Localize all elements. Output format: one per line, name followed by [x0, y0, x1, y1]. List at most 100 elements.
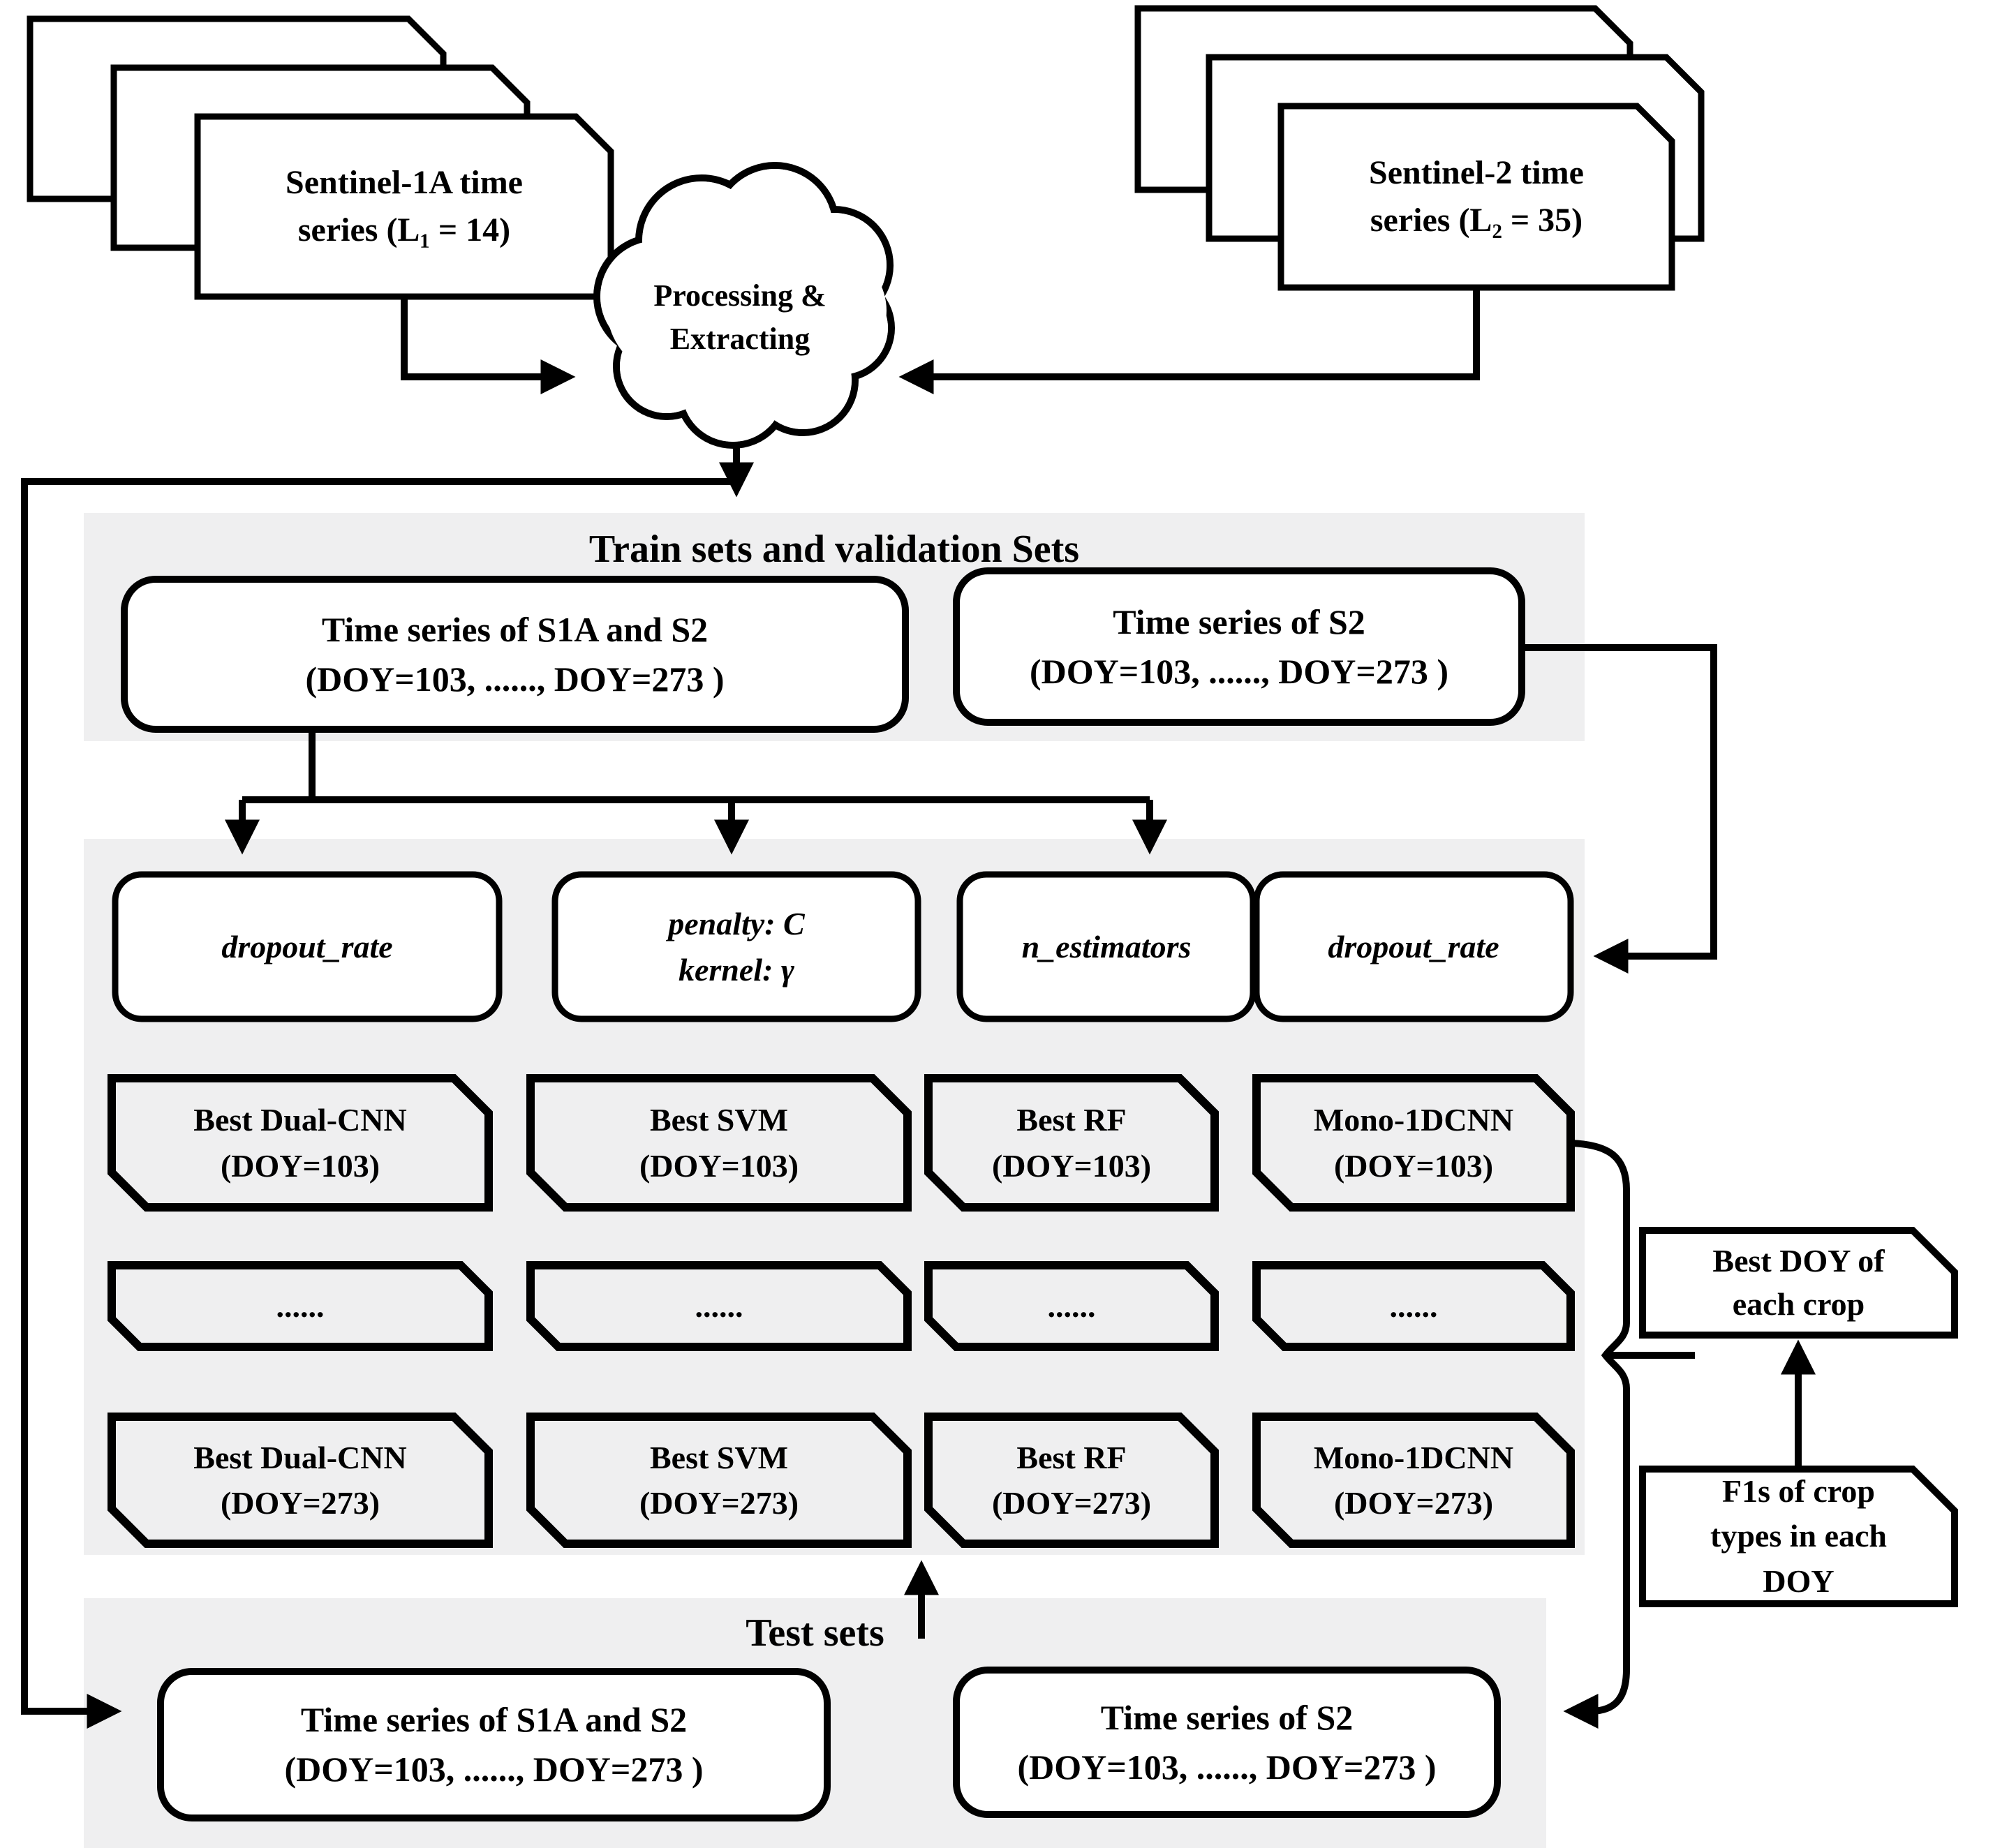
param-box-dropout-right	[1253, 871, 1574, 1022]
model-label-line: (DOY=273)	[639, 1485, 799, 1521]
param-box-dropout-left	[112, 871, 503, 1022]
test-s1a-s2-line1: Time series of S1A and S2	[300, 1700, 688, 1739]
dots-label-1: ......	[112, 1265, 489, 1347]
train-box-s1a-s2	[121, 576, 909, 733]
model-dualcnn-103-label: Best Dual-CNN (DOY=103)	[112, 1078, 489, 1207]
train-box-s2	[953, 567, 1525, 726]
split-bar	[242, 726, 1150, 803]
dots-label-2: ......	[531, 1265, 907, 1347]
model-mono-103-label: Mono-1DCNN (DOY=103)	[1257, 1078, 1571, 1207]
train-s2-label: Time series of S2 (DOY=103, ......, DOY=…	[956, 571, 1522, 722]
processing-cloud	[593, 162, 895, 449]
dots-box-4	[1252, 1261, 1575, 1351]
test-s2-line1: Time series of S2	[1100, 1697, 1354, 1737]
model-label-line: (DOY=273)	[991, 1485, 1152, 1521]
dots-box-1	[108, 1261, 493, 1351]
model-svm-103-label: Best SVM (DOY=103)	[531, 1078, 907, 1207]
model-box-rf-103	[924, 1074, 1219, 1212]
best-doy-line1: Best DOY of	[1712, 1242, 1885, 1279]
train-s1a-s2-label: Time series of S1A and S2 (DOY=103, ....…	[124, 579, 905, 729]
arrow-s2train-to-dropout-right	[1522, 644, 1717, 974]
dots-box-3	[924, 1261, 1219, 1351]
dots-label-3: ......	[928, 1265, 1215, 1347]
cloud-line1: Processing &	[653, 278, 827, 313]
s1a-card-front	[194, 113, 614, 300]
test-box-s2	[953, 1667, 1501, 1818]
param-svm-label: penalty: C kernel: γ	[555, 874, 918, 1019]
model-label-line: (DOY=103)	[991, 1147, 1152, 1184]
model-rf-103-label: Best RF (DOY=103)	[928, 1078, 1215, 1207]
test-s1a-s2-label: Time series of S1A and S2 (DOY=103, ....…	[161, 1671, 827, 1818]
test-s1a-s2-line2: (DOY=103, ......, DOY=273 )	[284, 1750, 704, 1789]
model-box-dualcnn-273	[108, 1413, 493, 1548]
param-dropout-right-label: dropout_rate	[1257, 874, 1571, 1019]
test-s2-label: Time series of S2 (DOY=103, ......, DOY=…	[956, 1670, 1497, 1815]
dots-box-2	[526, 1261, 912, 1351]
f1s-box	[1639, 1466, 1958, 1607]
f1s-line1: F1s of crop	[1722, 1473, 1875, 1509]
model-box-mono-103	[1252, 1074, 1575, 1212]
s2-line1: Sentinel-2 time	[1369, 154, 1584, 191]
model-box-rf-273	[924, 1413, 1219, 1548]
test-box-s1a-s2	[157, 1668, 831, 1821]
dots-text: ......	[276, 1288, 325, 1324]
param-n-estimators-text: n_estimators	[1021, 928, 1192, 964]
param-svm-line1: penalty: C	[668, 906, 805, 942]
param-n-estimators-label: n_estimators	[960, 874, 1253, 1019]
train-s1a-s2-line2: (DOY=103, ......, DOY=273 )	[305, 659, 725, 699]
best-doy-label: Best DOY of each crop	[1643, 1230, 1955, 1335]
test-section-title: Test sets	[84, 1604, 1546, 1663]
param-svm-line2: kernel: γ	[678, 951, 795, 988]
s2-card-label: Sentinel-2 time series (L₂ = 35)	[1281, 106, 1672, 288]
model-svm-273-label: Best SVM (DOY=273)	[531, 1417, 907, 1544]
dots-text: ......	[695, 1288, 743, 1324]
arrow-s2-to-cloud	[898, 288, 1480, 394]
model-box-svm-103	[526, 1074, 912, 1212]
test-s2-line2: (DOY=103, ......, DOY=273 )	[1017, 1747, 1437, 1787]
dots-text: ......	[1047, 1288, 1096, 1324]
s2-line2: series (L₂ = 35)	[1370, 202, 1583, 239]
model-box-svm-273	[526, 1413, 912, 1548]
best-doy-box	[1639, 1227, 1958, 1339]
s1a-line1: Sentinel-1A time	[286, 163, 523, 201]
s2-card-front	[1277, 103, 1675, 291]
train-title-text: Train sets and validation Sets	[588, 527, 1080, 571]
model-label-line: (DOY=103)	[639, 1147, 799, 1184]
s1a-line2: series (L₁ = 14)	[297, 211, 511, 248]
model-label-line: Best SVM	[649, 1102, 789, 1138]
param-box-svm	[551, 871, 921, 1022]
model-box-mono-273	[1252, 1413, 1575, 1548]
test-title-text: Test sets	[746, 1611, 884, 1655]
param-dropout-left-text: dropout_rate	[221, 928, 393, 964]
train-section-title: Train sets and validation Sets	[84, 520, 1585, 579]
model-label-line: Best RF	[1016, 1102, 1127, 1138]
model-mono-273-label: Mono-1DCNN (DOY=273)	[1257, 1417, 1571, 1544]
arrow-s1a-to-cloud	[401, 299, 576, 394]
model-label-line: Best RF	[1016, 1439, 1127, 1475]
model-label-line: (DOY=273)	[220, 1485, 380, 1521]
dots-text: ......	[1389, 1288, 1438, 1324]
model-label-line: Best SVM	[649, 1439, 789, 1475]
model-label-line: Best Dual-CNN	[193, 1102, 407, 1138]
arrow-feedback-to-test	[21, 478, 736, 1729]
param-dropout-right-text: dropout_rate	[1328, 928, 1499, 964]
model-label-line: Mono-1DCNN	[1313, 1102, 1514, 1138]
train-s2-line1: Time series of S2	[1113, 602, 1365, 641]
f1s-label: F1s of crop types in each DOY	[1643, 1469, 1955, 1604]
model-label-line: Mono-1DCNN	[1313, 1439, 1514, 1475]
model-box-dualcnn-103	[108, 1074, 493, 1212]
model-dualcnn-273-label: Best Dual-CNN (DOY=273)	[112, 1417, 489, 1544]
train-s2-line2: (DOY=103, ......, DOY=273 )	[1030, 651, 1448, 691]
cloud-label: Processing & Extracting	[600, 244, 880, 391]
best-doy-line2: each crop	[1732, 1286, 1865, 1322]
model-label-line: (DOY=103)	[220, 1147, 380, 1184]
model-rf-273-label: Best RF (DOY=273)	[928, 1417, 1215, 1544]
model-label-line: Best Dual-CNN	[193, 1439, 407, 1475]
s1a-card-label: Sentinel-1A time series (L₁ = 14)	[198, 117, 611, 297]
f1s-line3: DOY	[1763, 1563, 1835, 1599]
model-label-line: (DOY=273)	[1333, 1485, 1494, 1521]
model-label-line: (DOY=103)	[1333, 1147, 1494, 1184]
cloud-line2: Extracting	[669, 322, 810, 356]
